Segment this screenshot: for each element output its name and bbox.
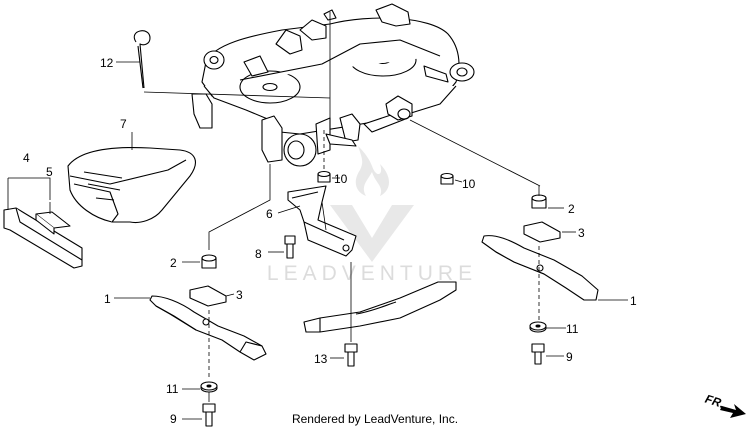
fr-label: FR. [703,392,726,411]
callout-13: 13 [314,352,328,366]
callout-9-right: 9 [566,350,573,364]
blade-left-holder [189,285,227,307]
bolt-13 [344,343,358,367]
center-blade [303,281,457,333]
callout-8: 8 [255,247,262,261]
callout-1-right: 1 [630,294,637,308]
watermark-text: LEADVENTURE [267,262,477,285]
blade-right-holder [523,221,561,243]
cutter-guide [3,207,83,269]
leadventure-watermark: LEADVENTURE [267,146,477,285]
bolt-8 [284,235,296,259]
callout-11-right: 11 [566,322,579,336]
callout-3-left: 3 [236,288,243,302]
nut-2-right [531,194,547,209]
callout-7: 7 [120,117,127,131]
leader-lines [7,12,628,420]
spring-pin [133,30,151,89]
discharge-chute [67,147,196,224]
callout-labels: 12 7 4 5 10 10 6 8 2 2 3 3 1 1 11 11 9 9… [23,56,637,426]
rendered-by-credit: Rendered by LeadVenture, Inc. [291,412,459,426]
nut-10-right [440,172,454,185]
callout-11-left: 11 [166,382,179,396]
callout-10-left: 10 [334,172,348,186]
callout-10-right: 10 [462,177,476,191]
bolt-9-left [202,403,216,427]
callout-12: 12 [100,56,114,70]
nut-10-left [317,170,331,183]
callout-9-left: 9 [170,412,177,426]
callout-4: 4 [23,151,30,165]
washer-11-left [200,381,218,393]
callout-1-left: 1 [104,292,111,306]
front-direction-marker: FR. [703,392,746,418]
deck-bracket [287,185,357,257]
bolt-9-right [531,343,545,365]
blade-left [149,295,267,361]
callout-2-right: 2 [568,202,575,216]
callout-2-left: 2 [170,256,177,270]
callout-3-right: 3 [578,226,585,240]
nut-2-left [201,254,217,269]
callout-5: 5 [46,165,53,179]
blade-right [481,235,599,301]
callout-6: 6 [266,207,273,221]
washer-11-right [529,321,547,333]
mower-deck [191,3,475,167]
